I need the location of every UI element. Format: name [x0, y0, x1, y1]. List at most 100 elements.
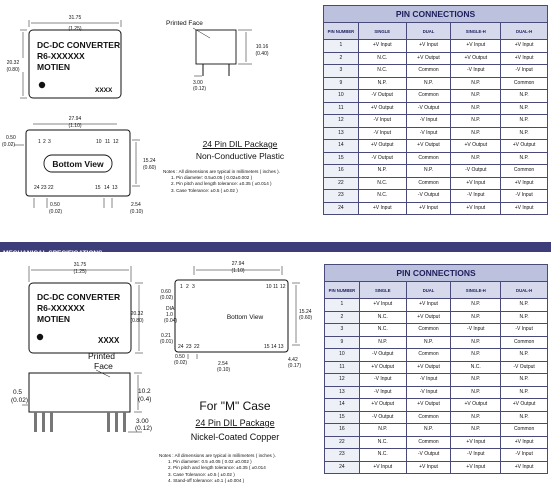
bv-pin-12: 12: [113, 139, 119, 145]
pin-function-cell: -V Input: [405, 126, 452, 140]
b-dim-pin-off-mm: 0.21: [161, 333, 171, 339]
b-module-model: R6-XXXXXX: [37, 303, 85, 313]
dim-pitch-mm: 2.54: [131, 202, 141, 208]
top-module-top-view: DC-DC CONVERTER R6-XXXXXX MOTIEN XXXX 31…: [6, 15, 122, 99]
pin-function-cell: +V Input: [450, 201, 502, 215]
pin-function-cell: -V Input: [405, 114, 452, 128]
top-note-3: 3. Case Tolerance: ±0.5 ( ±0.02 ): [171, 187, 238, 193]
bottom-module-side-view: Printed Face 0.5 (0.02) 10.2 (0.4) 3.00 …: [11, 351, 152, 433]
dim-bottom-height-mm: 15.24: [143, 158, 156, 164]
pin-number-cell: 16: [323, 164, 359, 178]
pin-function-cell: +V Input: [500, 39, 548, 53]
pin-function-cell: Common: [500, 423, 548, 437]
pin-function-cell: -V Input: [358, 373, 407, 387]
bv-pin-13: 13: [112, 185, 118, 191]
dim-width-mm: 31.75: [69, 15, 82, 21]
table-row: 14+V Output+V Output+V Output+V Output: [323, 139, 548, 153]
pin-function-cell: Common: [405, 410, 452, 424]
bv-pin-1: 1: [38, 139, 41, 145]
b-dim-end-mm: 4.42: [288, 357, 298, 363]
pin-number-cell: 2: [324, 310, 360, 324]
b-printed-face-line2: Face: [94, 361, 113, 371]
b-package-line2: Nickel-Coated Copper: [190, 432, 280, 442]
b-bottom-view-label: Bottom View: [227, 314, 264, 321]
dim-pin-len-in: (0.12): [193, 86, 206, 92]
pin-function-cell: Common: [500, 164, 548, 178]
b-bv-pin-13: 13: [278, 344, 284, 350]
b-dim-bw-mm: 27.94: [232, 261, 245, 267]
pin-function-cell: N.C.: [358, 323, 407, 337]
pin-number-cell: 3: [324, 323, 360, 337]
b-col-dual-h: DUAL-H: [500, 281, 548, 299]
dim-pitch-in: (0.10): [130, 209, 143, 215]
pin-number-cell: 1: [324, 298, 360, 312]
b-module-title: DC-DC CONVERTER: [37, 292, 120, 302]
pin-function-cell: +V Output: [358, 398, 407, 412]
b-dim-dia-label: DIA: [166, 306, 175, 312]
pin-function-cell: -V Input: [450, 64, 502, 78]
pin-number-cell: 22: [324, 435, 360, 449]
pin-function-cell: Common: [405, 348, 452, 362]
pin-function-cell: Common: [405, 151, 452, 165]
b-dim-pitch-mm: 2.54: [218, 361, 228, 367]
top-package-line1: 24 Pin DIL Package: [202, 139, 278, 149]
table-row: 1+V Input+V Input+V Input+V Input: [323, 39, 548, 53]
dim-pin-offset-mm: 0.50: [6, 135, 16, 141]
pin-function-cell: -V Output: [405, 448, 452, 462]
b-note-2: 2. Pin pitch and length tolerance: ±0.35…: [168, 465, 266, 471]
pin-function-cell: N.C.: [358, 448, 407, 462]
bottom-mechanical-drawing: 31.75 (1.25) DC-DC CONVERTER R6-XXXXXX M…: [11, 261, 312, 433]
pin-function-cell: N.P.: [405, 335, 452, 349]
pin-function-cell: N.P.: [500, 89, 548, 103]
pin-function-cell: -V Output: [450, 164, 502, 178]
bv-pin-15: 15: [95, 185, 101, 191]
pin-function-cell: -V Output: [358, 348, 407, 362]
pin-number-cell: 22: [323, 176, 359, 190]
pin-function-cell: +V Output: [405, 310, 452, 324]
pin-function-cell: N.P.: [500, 410, 548, 424]
pin-function-cell: -V Input: [450, 448, 502, 462]
pin-function-cell: N.P.: [500, 373, 548, 387]
col-dual-h: DUAL-H: [500, 22, 548, 40]
pin-function-cell: N.P.: [405, 76, 452, 90]
pin-number-cell: 9: [323, 76, 359, 90]
pin-function-cell: N.P.: [450, 410, 502, 424]
dim-height-in: (0.80): [6, 67, 19, 73]
b-bv-pin-1: 1: [180, 284, 183, 290]
pin-number-cell: 10: [324, 348, 360, 362]
pin-function-cell: N.P.: [450, 151, 502, 165]
top-module-side-view: Printed Face 10.16 (0.40) 3.00 (0.12): [166, 20, 269, 92]
pin-function-cell: +V Output: [357, 139, 407, 153]
pin-number-cell: 9: [324, 335, 360, 349]
dim-width-in: (1.25): [68, 26, 81, 32]
pin-number-cell: 16: [324, 423, 360, 437]
table-row: 14+V Output+V Output+V Output+V Output: [324, 398, 548, 412]
pin-function-cell: N.P.: [450, 423, 502, 437]
pin-function-cell: +V Input: [358, 298, 407, 312]
pin-function-cell: N.P.: [450, 385, 502, 399]
pin-function-cell: N.P.: [405, 164, 452, 178]
dim-row-offset-mm: 0.50: [50, 202, 60, 208]
b-dim-bw-in: (1.10): [231, 268, 244, 274]
printed-face-label: Printed Face: [166, 20, 203, 27]
table-row: 24+V Input+V Input+V Input+V Input: [323, 201, 548, 215]
pin-function-cell: -V Input: [357, 126, 407, 140]
pin-function-cell: N.P.: [500, 101, 548, 115]
pin-function-cell: -V Output: [357, 151, 407, 165]
dim-bottom-height-in: (0.60): [143, 165, 156, 171]
dim-side-height-in: (0.40): [255, 51, 268, 57]
b-note-header: Notes : All dimensions are typical in mi…: [159, 453, 276, 458]
pin-function-cell: +V Input: [358, 460, 407, 474]
pin-function-cell: N.P.: [450, 101, 502, 115]
b-dim-row-in: (0.02): [174, 360, 187, 366]
b-bv-pin-22: 22: [194, 344, 200, 350]
